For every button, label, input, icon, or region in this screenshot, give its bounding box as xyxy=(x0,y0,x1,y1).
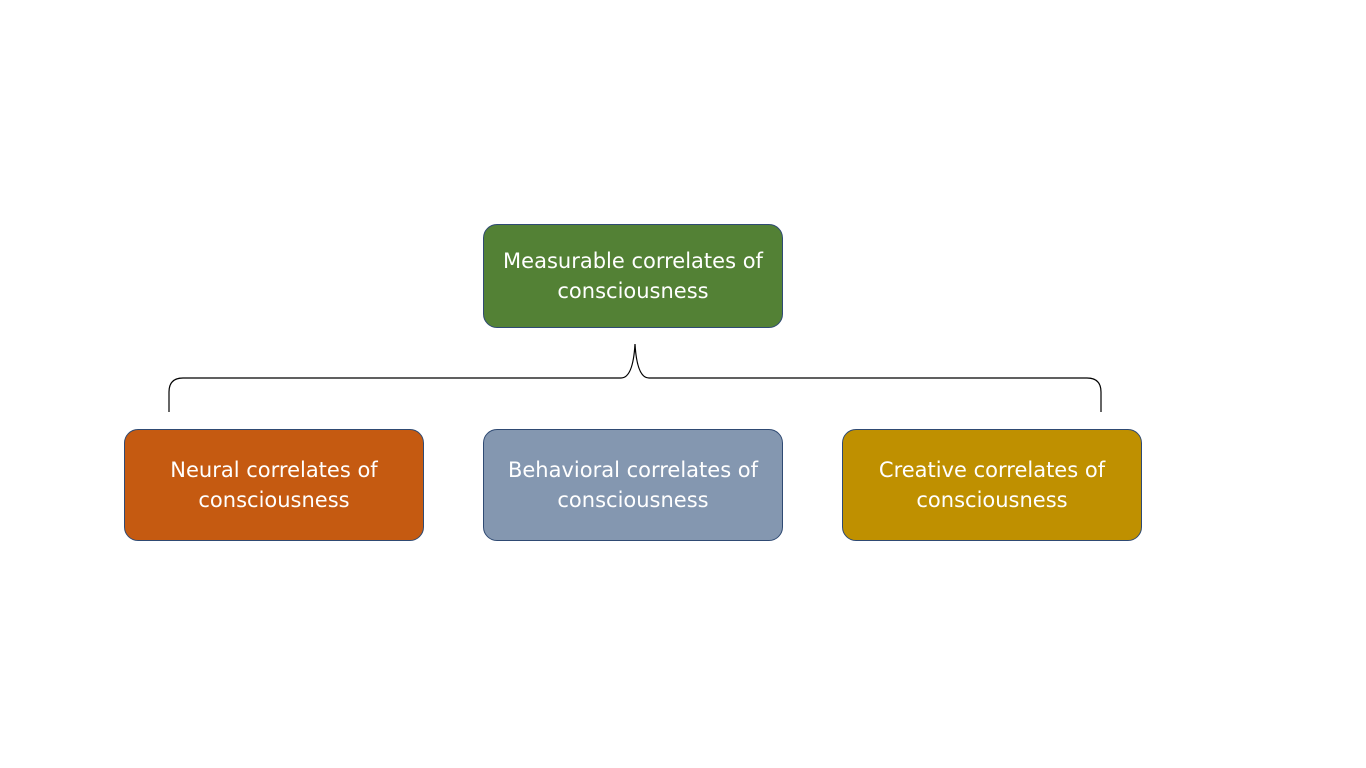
brace-path xyxy=(168,343,1102,412)
root-node: Measurable correlates of consciousness xyxy=(483,224,783,328)
child-node-neural-label: Neural correlates of consciousness xyxy=(170,458,378,512)
child-node-behavioral: Behavioral correlates of consciousness xyxy=(483,429,783,541)
child-node-behavioral-label: Behavioral correlates of consciousness xyxy=(507,458,759,512)
child-node-creative-label: Creative correlates of consciousness xyxy=(878,458,1106,512)
root-node-label: Measurable correlates of consciousness xyxy=(503,249,763,303)
child-node-creative: Creative correlates of consciousness xyxy=(842,429,1142,541)
child-node-neural: Neural correlates of consciousness xyxy=(124,429,424,541)
